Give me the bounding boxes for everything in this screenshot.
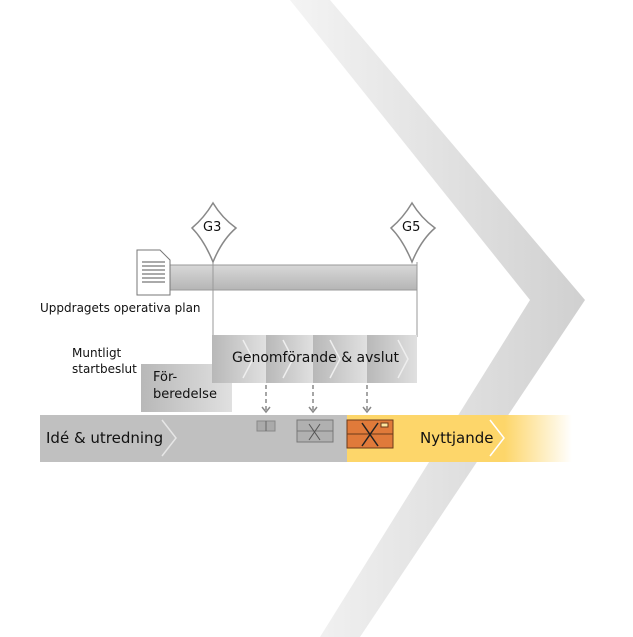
start-label-2: startbeslut xyxy=(72,362,137,376)
package-icon-large xyxy=(346,419,394,449)
forberedelse-label-1: För- xyxy=(153,370,178,385)
nyttjande-label: Nyttjande xyxy=(420,429,494,447)
big-chevron xyxy=(290,0,585,637)
ide-label: Idé & utredning xyxy=(46,429,164,447)
forberedelse-label-2: beredelse xyxy=(153,387,217,402)
g3-diamond xyxy=(190,201,238,264)
genomforande-label: Genomförande & avslut xyxy=(232,350,399,366)
package-icon-medium xyxy=(296,419,334,443)
package-icon-small xyxy=(256,420,276,432)
g5-diamond xyxy=(389,201,437,264)
delivery-arrows xyxy=(265,385,368,411)
ide-bar xyxy=(40,415,347,462)
plan-label: Uppdragets operativa plan xyxy=(40,301,201,315)
g3-label: G3 xyxy=(203,220,222,235)
genomforande-box xyxy=(212,335,417,383)
document-icon xyxy=(136,249,171,296)
plan-bar xyxy=(169,264,418,291)
start-label-1: Muntligt xyxy=(72,346,122,360)
g5-label: G5 xyxy=(402,220,421,235)
